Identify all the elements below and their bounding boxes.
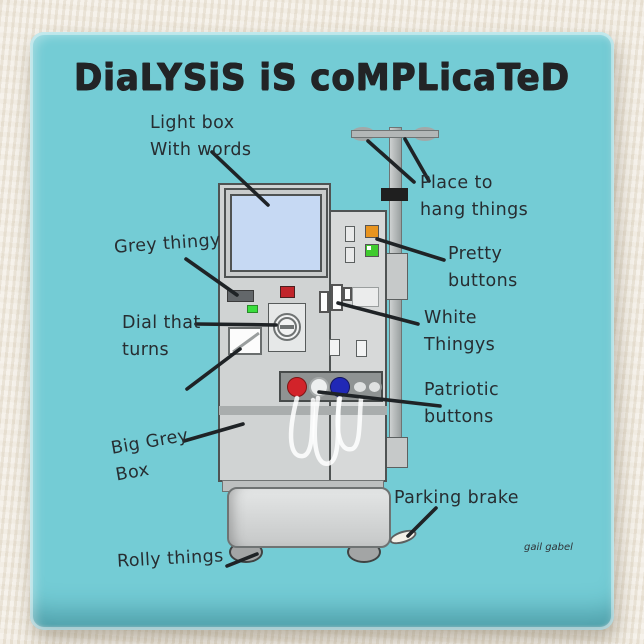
small-switch-2 (356, 340, 367, 357)
annotation-parking-brake: Parking brake (394, 488, 519, 508)
green-led (247, 305, 258, 313)
white-square-panel (228, 327, 262, 355)
pretty-button-orange (365, 225, 379, 238)
annotation-patriotic-buttons: Patriotic buttons (424, 380, 500, 427)
annotation-light-box: Light box With words (150, 113, 252, 160)
pole-bracket-lower (384, 437, 408, 468)
white-rect-panel (352, 287, 379, 307)
light-box-screen (230, 194, 322, 272)
artist-signature: gail gabel (524, 542, 573, 553)
dial-inner-ring (277, 317, 297, 337)
annotation-pretty-buttons: Pretty buttons (448, 244, 518, 291)
panel-button-2 (345, 247, 355, 263)
iv-pole-crossbar (351, 130, 439, 138)
pole-bracket-upper (384, 253, 408, 300)
tubing-loops (288, 395, 364, 466)
base-box (227, 487, 391, 548)
annotation-rolly-things: Rolly things (116, 546, 225, 572)
annotation-place-to-hang: Place to hang things (420, 173, 529, 220)
pointer-lines (182, 137, 446, 568)
divider-band (219, 406, 387, 415)
oval-button-2 (367, 380, 382, 394)
pretty-button-green (365, 244, 379, 257)
button-highlight (367, 246, 371, 250)
white-thingy-3 (343, 287, 352, 301)
panel-button-1 (345, 226, 355, 242)
annotation-white-thingys: White Thingys (424, 308, 496, 355)
dial-pointer (280, 325, 294, 329)
annotation-dial-that-turns: Dial that turns (122, 313, 201, 360)
white-thingy-1 (319, 291, 329, 313)
small-switch-1 (329, 339, 340, 356)
red-button (280, 286, 295, 298)
pole-clamp (381, 188, 408, 201)
page-title: DiaLYSiS iS coMPLicaTeD (74, 56, 570, 100)
